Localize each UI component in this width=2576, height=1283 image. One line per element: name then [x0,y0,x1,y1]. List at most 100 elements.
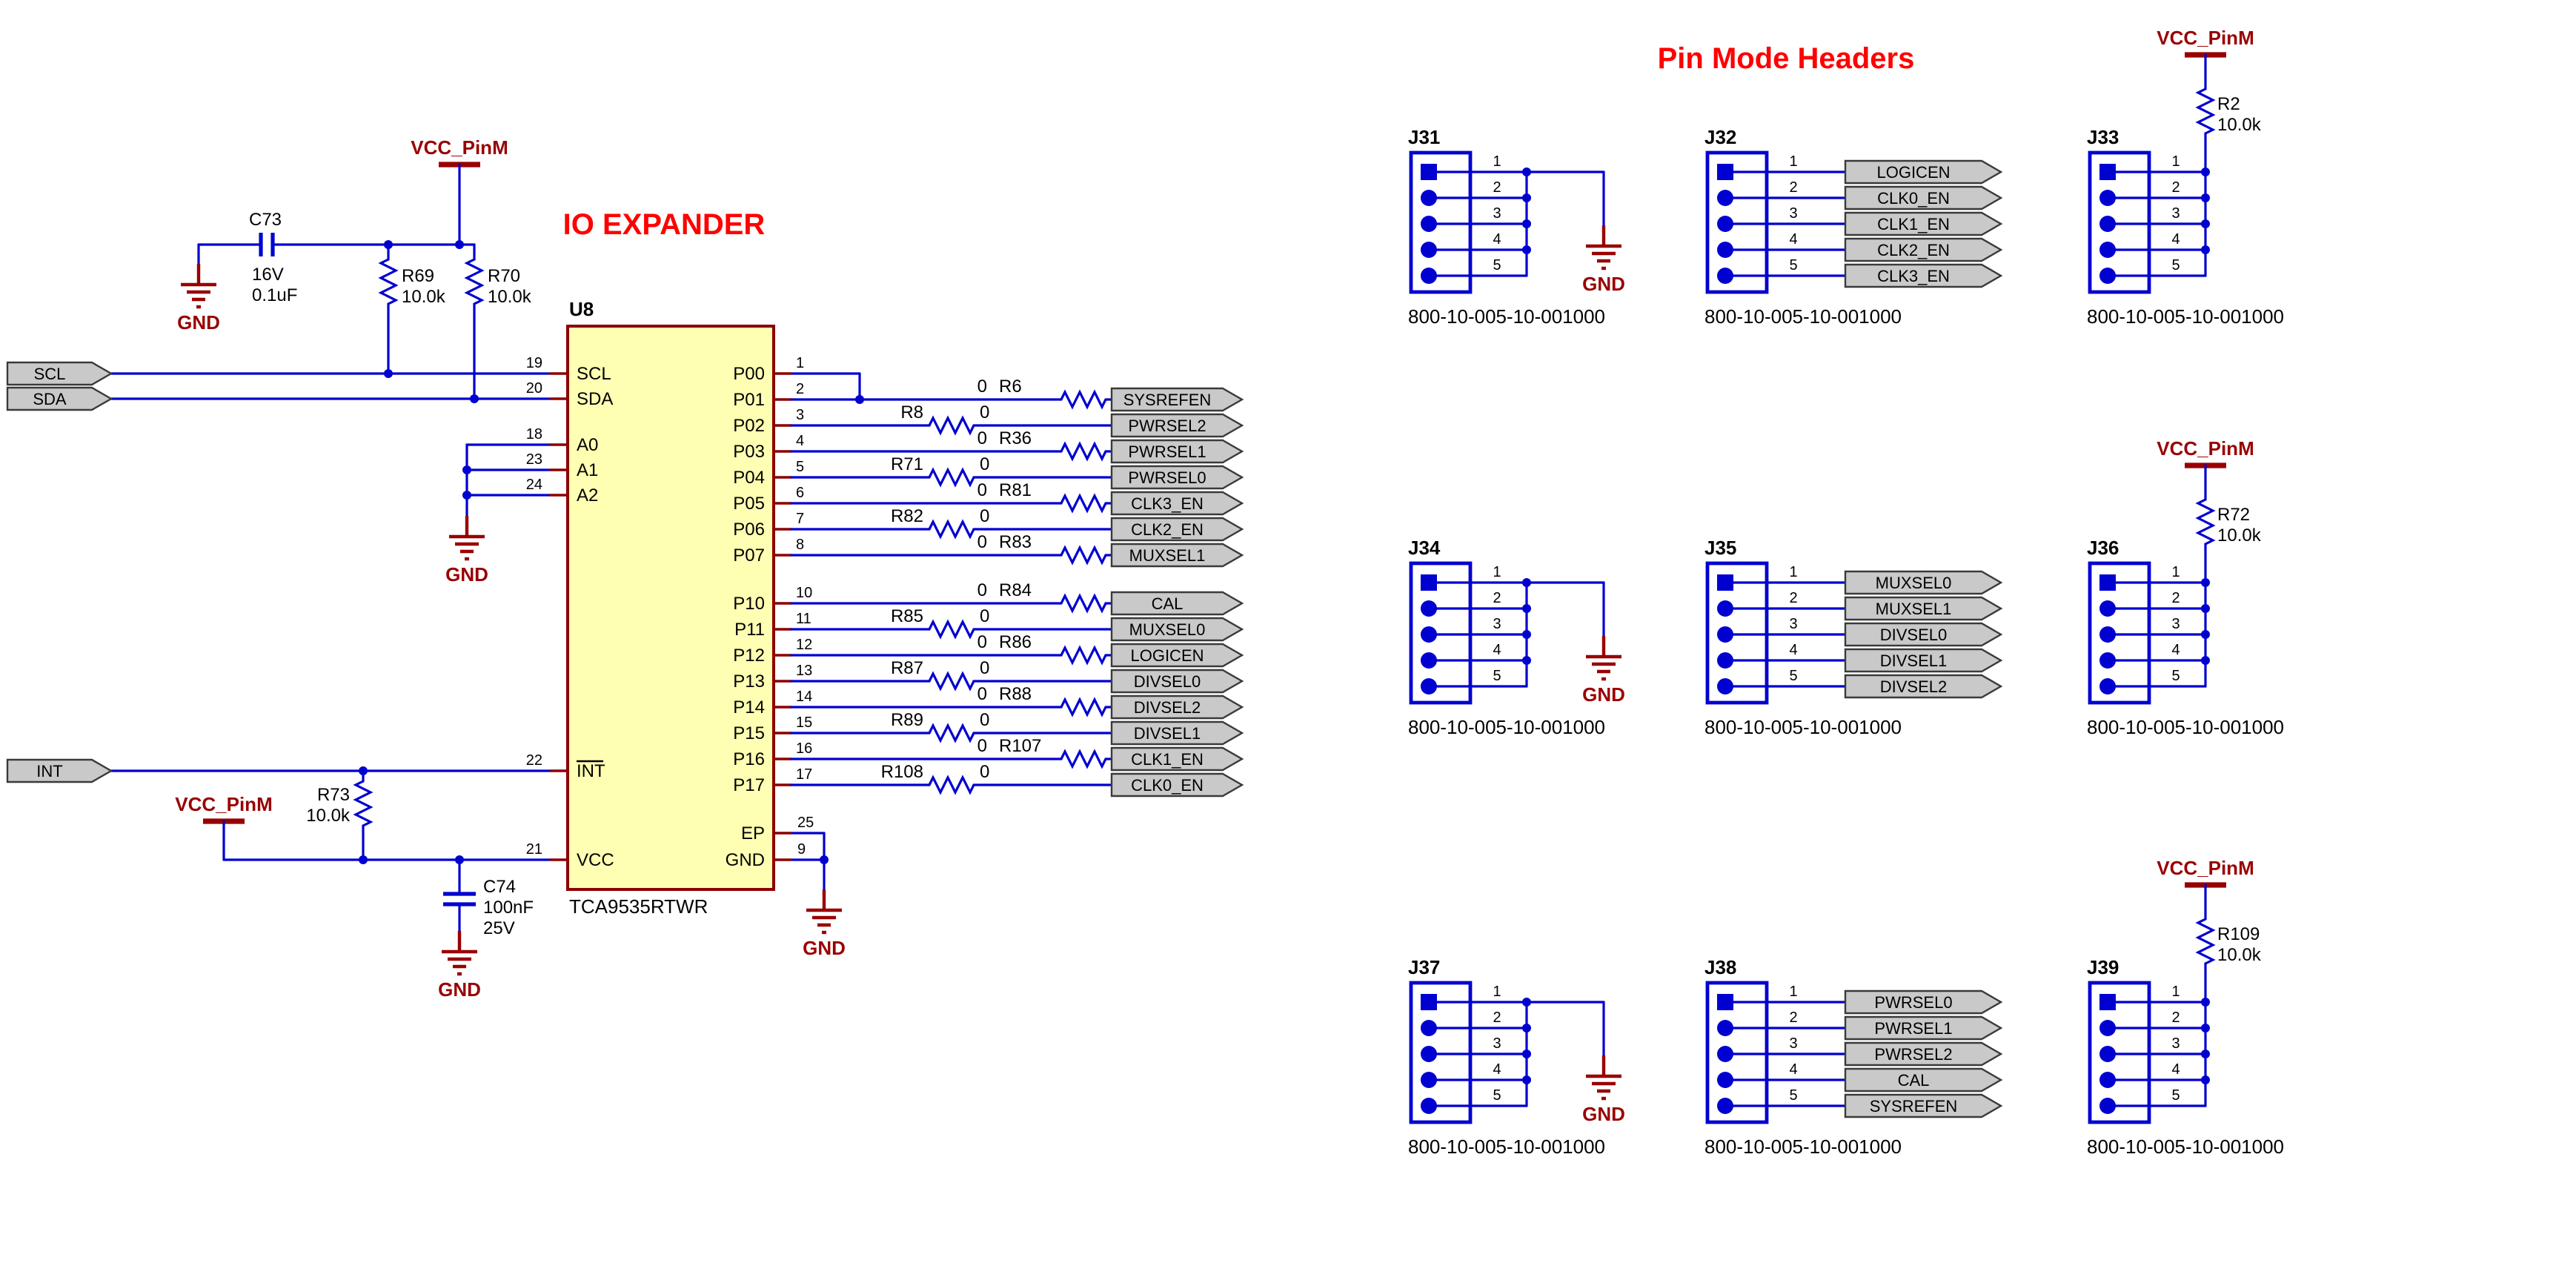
net-tag: PWRSEL0 [1110,465,1244,490]
pin-number: 20 [526,380,542,397]
header-partnum: 800-10-005-10-001000 [1408,716,1605,738]
pin-name: A2 [577,485,598,505]
pin-number: 3 [1789,1035,1797,1052]
pin-number: 9 [797,841,806,858]
gnd-symbol: GND [1582,1055,1625,1125]
resistor-refdes: R87 [891,658,923,678]
junction-dot [2201,604,2210,613]
net-tag: DIVSEL2 [1844,674,2003,699]
pin-number: 3 [1493,205,1501,222]
resistor-refdes: R70 [488,266,520,286]
header-outline [2088,561,2151,705]
net-tag-shape [1844,1041,2003,1067]
pin-number: 1 [2171,564,2180,580]
pin-number: 4 [1493,642,1501,658]
vcc-power-flag: VCC_PinM [411,136,508,246]
pin-number: 7 [796,511,804,527]
io-expander-title: IO EXPANDER [563,208,766,241]
pin-name: P07 [733,546,765,566]
pin-number: 10 [796,585,812,601]
header-refdes: J38 [1704,956,1736,978]
resistor-value: 0 [980,710,989,730]
net-tag-label: SYSREFEN [1123,391,1212,409]
vcc-wiring: C74 100nF 25V [222,855,551,938]
pin-number: 25 [797,815,814,831]
gnd-net-label: GND [1582,1103,1625,1125]
ic-partnum: TCA9535RTWR [569,895,708,918]
gnd-symbol: GND [177,264,220,334]
pin-number: 21 [526,841,542,858]
header-outline [2088,981,2151,1124]
resistor-refdes: R71 [891,454,923,474]
pin-number: 5 [1493,668,1501,684]
pin-name: P15 [733,723,765,743]
pin-number: 5 [2171,257,2180,273]
resistor-value: 10.0k [488,287,532,307]
net-tag-label: DIVSEL2 [1880,677,1948,696]
pin-number: 1 [1493,153,1501,170]
pin-number: 2 [1789,179,1797,196]
pin-number: 5 [2171,668,2180,684]
net-tag: DIVSEL1 [1844,648,2003,673]
pin-number: 4 [2171,642,2180,658]
vcc-net-label: VCC_PinM [2157,857,2254,879]
net-tag-shape [6,758,113,783]
resistor-refdes: R72 [2217,505,2250,525]
resistor-symbol [928,671,975,692]
resistor-refdes: R36 [999,428,1032,448]
resistor-symbol [2195,87,2216,135]
ic-u8: U8 TCA9535RTWR [566,298,775,918]
net-tag-label: CAL [1152,594,1184,613]
net-tag-shape [1844,596,2003,621]
net-tag: CLK2_EN [1110,517,1244,542]
capacitor-voltage: 25V [483,918,515,938]
pin-number: 2 [796,381,804,397]
pin-number: 11 [796,611,811,627]
net-tag-shape [1844,570,2003,595]
net-tag-shape [1844,1015,2003,1041]
resistor-symbol [1060,593,1107,614]
net-tag-label: DIVSEL0 [1134,672,1201,691]
junction-dot [1522,245,1531,254]
junction-dot [455,855,464,864]
net-tag-shape [1844,211,2003,236]
net-tag-shape [1110,517,1244,542]
header-refdes: J31 [1408,126,1440,148]
pin-number: 3 [1789,616,1797,632]
resistor-value: 0 [977,428,987,448]
pin-number: 3 [1493,616,1501,632]
pin-number: 2 [1493,179,1501,196]
gnd-symbol: GND [803,889,846,959]
resistor-value: 10.0k [2217,945,2262,965]
pin-number: 13 [796,663,812,679]
junction-dot [2201,630,2210,639]
net-tag-label: INT [36,762,62,780]
capacitor-refdes: C73 [249,210,282,230]
resistor-value: 0 [980,454,989,474]
resistor-refdes: R6 [999,377,1022,397]
resistor-refdes: R109 [2217,924,2260,944]
pin-name: VCC [577,850,614,870]
junction-dot [462,465,471,474]
net-tag: SYSREFEN [1844,1093,2003,1118]
net-tag-shape [1110,746,1244,772]
junction-dot [2201,1050,2210,1058]
junction-dot [2201,656,2210,665]
pin-number: 2 [2171,179,2180,196]
resistor-r70-symbol [464,258,485,305]
junction-dot [359,855,368,864]
header-partnum: 800-10-005-10-001000 [2087,305,2284,328]
resistor-value: 0 [977,684,987,704]
pin-name: P10 [733,594,765,614]
header-j36: J36800-10-005-10-00100012345VCC_PinMR721… [2087,437,2284,738]
net-tag-label: SDA [33,390,67,408]
pin-number: 18 [526,426,542,442]
pin-number: 6 [796,485,804,501]
resistor-value: 0 [980,606,989,626]
resistor-value: 10.0k [402,287,446,307]
junction-dot [1522,1024,1531,1032]
gnd-symbol: GND [445,516,488,586]
net-tag-shape [1110,694,1244,720]
net-tag-label: CAL [1898,1071,1930,1090]
